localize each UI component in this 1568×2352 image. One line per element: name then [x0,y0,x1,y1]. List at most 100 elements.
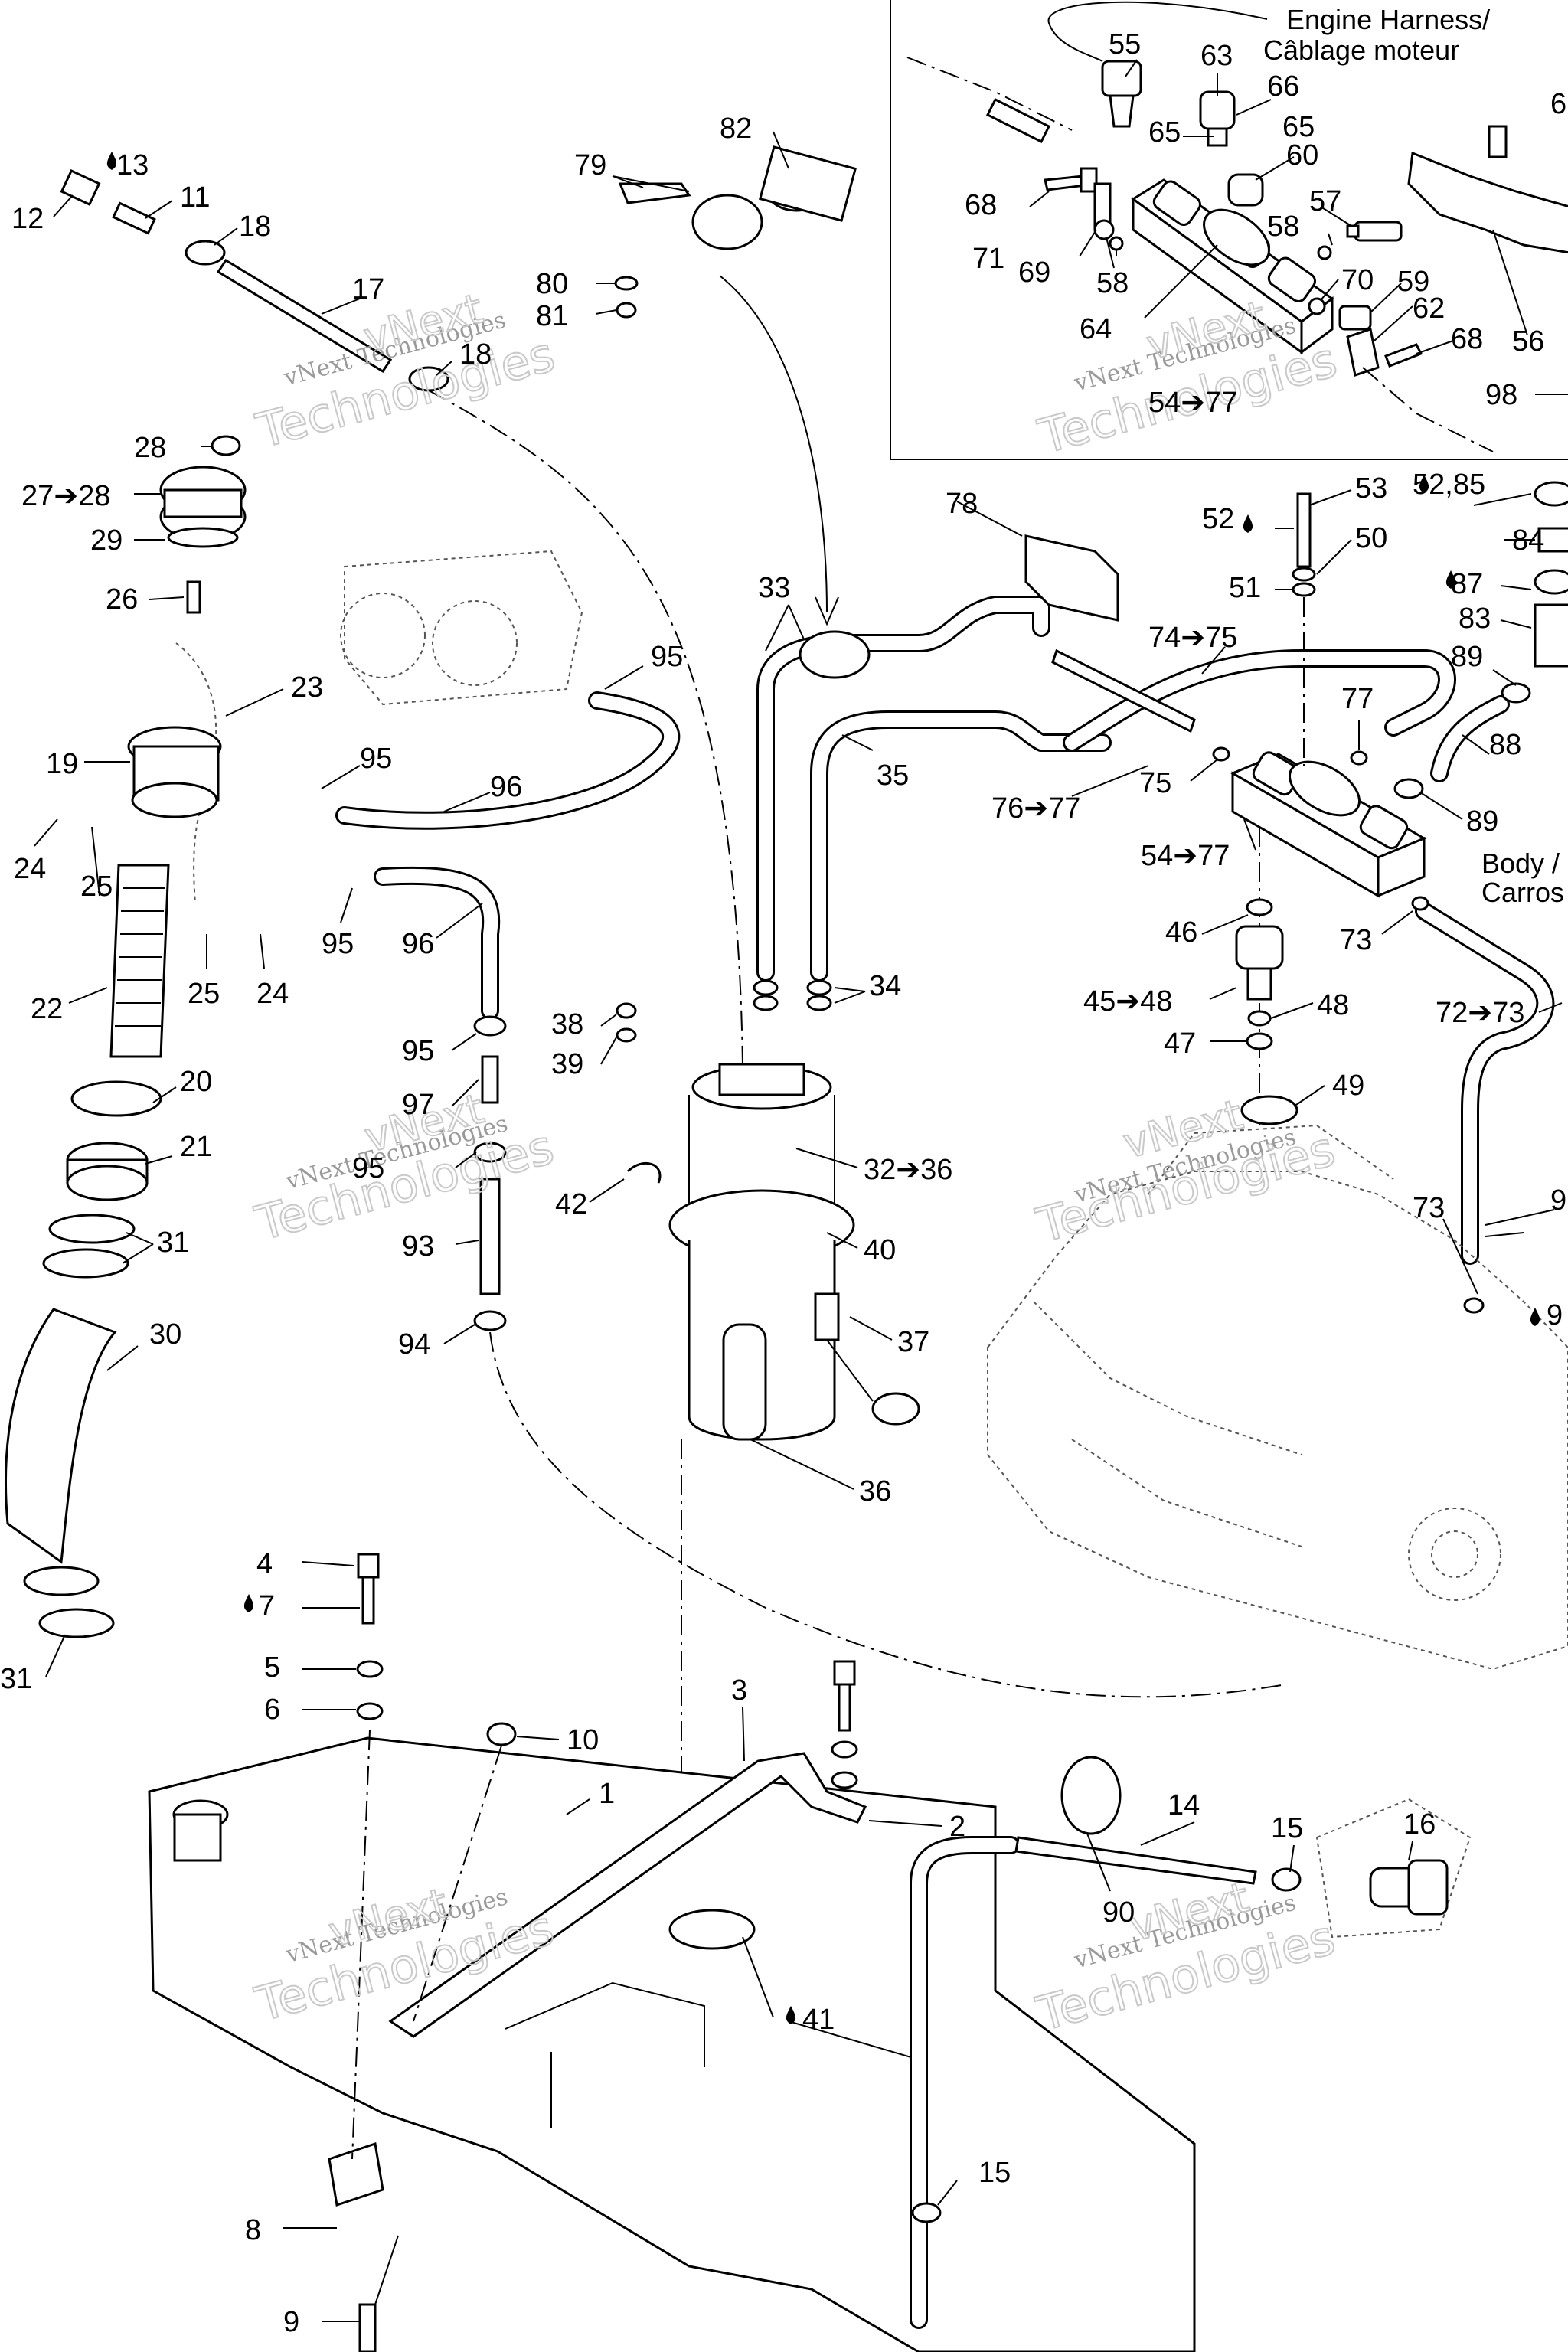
callout-label: 29 [90,524,122,557]
callout-label: 78 [946,488,978,520]
callout-label: 1 [599,1778,615,1810]
callout-label: 23 [291,671,323,704]
callout-label: 68 [965,189,997,221]
callout-label: 79 [574,149,606,181]
fuel-rail-main [1230,751,1427,898]
oring-46 [1246,898,1273,916]
callout-label: 13 [116,149,149,181]
hose-93 [479,1178,501,1295]
drop-icon [106,152,117,170]
callout-label: 5 [264,1651,280,1684]
fitting-84-83 [1534,481,1568,668]
oring-77 [1350,750,1368,766]
dashed-route-94 [489,1331,1287,1698]
callout-label: 95 [651,641,683,673]
callout-labels: 55 63 66 65 65 60 68 57 58 71 69 58 70 5… [0,28,1566,2338]
hose-96-upper [335,691,681,830]
callout-label: 96 [402,928,434,960]
clamp-89-top [1501,682,1531,704]
dashed-route-bolt [351,1730,371,2160]
callout-label: 25 [188,978,220,1010]
callout-label: 14 [1168,1789,1200,1821]
callout-label: 19 [46,748,78,780]
callout-label: 18 [239,211,271,243]
line-72-73 [1415,902,1555,1265]
callout-label: 35 [877,760,909,792]
callout-label: 82 [720,113,752,145]
callout-label: 57 [1309,185,1341,217]
inset-dashed-line [906,57,1073,131]
fitting-13 [60,168,101,207]
oring-58-right [1317,245,1332,260]
drop-icon [786,2006,796,2024]
hose-33 [756,596,1050,982]
valve-16 [1315,1798,1472,1939]
clamps-31-top [42,1214,136,1279]
callout-label: 58 [1096,267,1129,299]
callout-label: 96 [490,771,522,803]
callout-label: 6 [264,1694,280,1726]
harness-wire [1047,1,1268,62]
callout-label: 71 [972,243,1004,275]
callout-label: 95 [402,1035,434,1067]
oring-69 [1093,219,1115,240]
nut-38 [616,1002,637,1019]
fitting-57 [1346,220,1403,242]
callout-label: 9 [283,2306,299,2338]
callout-label: 49 [1332,1070,1364,1102]
callout-label: 72➔73 [1436,997,1524,1029]
arrow-head-82 [815,596,839,626]
drop-icon [1243,514,1253,533]
callout-label: 33 [758,572,790,604]
pump-36 [722,1323,767,1441]
callout-label: 56 [1512,325,1544,358]
oring-47 [1246,1032,1273,1050]
leader-lines [34,59,1568,2322]
callout-label: 8 [245,2214,261,2246]
callout-label: 31 [0,1663,32,1695]
callout-label: 50 [1355,522,1387,554]
callout-label: 66 [1267,70,1299,103]
dashed-route-18 [428,390,743,1065]
callout-label: 9 [1550,1184,1566,1217]
fuel-line-17 [216,258,393,374]
callout-label: 53 [1355,472,1387,505]
fuel-rail-inset [890,0,1568,460]
bolt-4 [357,1553,380,1625]
drop-icon [1530,1308,1540,1326]
cap-60 [1227,173,1264,207]
callout-label: 94 [398,1328,430,1361]
clip-79 [618,182,763,250]
sleeve-82 [758,145,858,222]
clamp-94 [473,1310,507,1331]
inset-hose [985,97,1051,144]
callout-label: 98 [1485,379,1517,411]
callout-label: 88 [1489,729,1521,761]
sensor-55 [1101,60,1142,128]
callout-label: 59 [1397,266,1429,298]
callout-label: 70 [1341,264,1374,296]
body-label-fr: Carros [1481,877,1564,908]
drop-icon [1419,475,1429,493]
pump-module-32 [688,1063,835,1225]
bracket-62 [1346,328,1380,377]
callout-label: 37 [897,1326,929,1358]
dashed-route-nut [413,1745,502,2022]
oring-73-top [1411,896,1429,911]
connector-78 [1024,534,1119,622]
hose-74-75 [1063,649,1456,752]
callout-label: 54➔77 [1148,387,1237,419]
washer-6 [356,1702,384,1720]
fitting-59 [1338,305,1372,331]
callout-label: 95 [352,1152,384,1184]
throttle-body-sketch [340,550,583,706]
filler-neck-19 [127,726,222,818]
callout-label: 4 [256,1548,273,1580]
callout-label: 26 [106,583,138,616]
callout-label: 95 [322,928,354,960]
callout-label: 40 [864,1234,896,1266]
callout-label: 87 [1451,568,1483,600]
bolt-53 [1296,492,1312,568]
oring-75 [1212,746,1230,762]
